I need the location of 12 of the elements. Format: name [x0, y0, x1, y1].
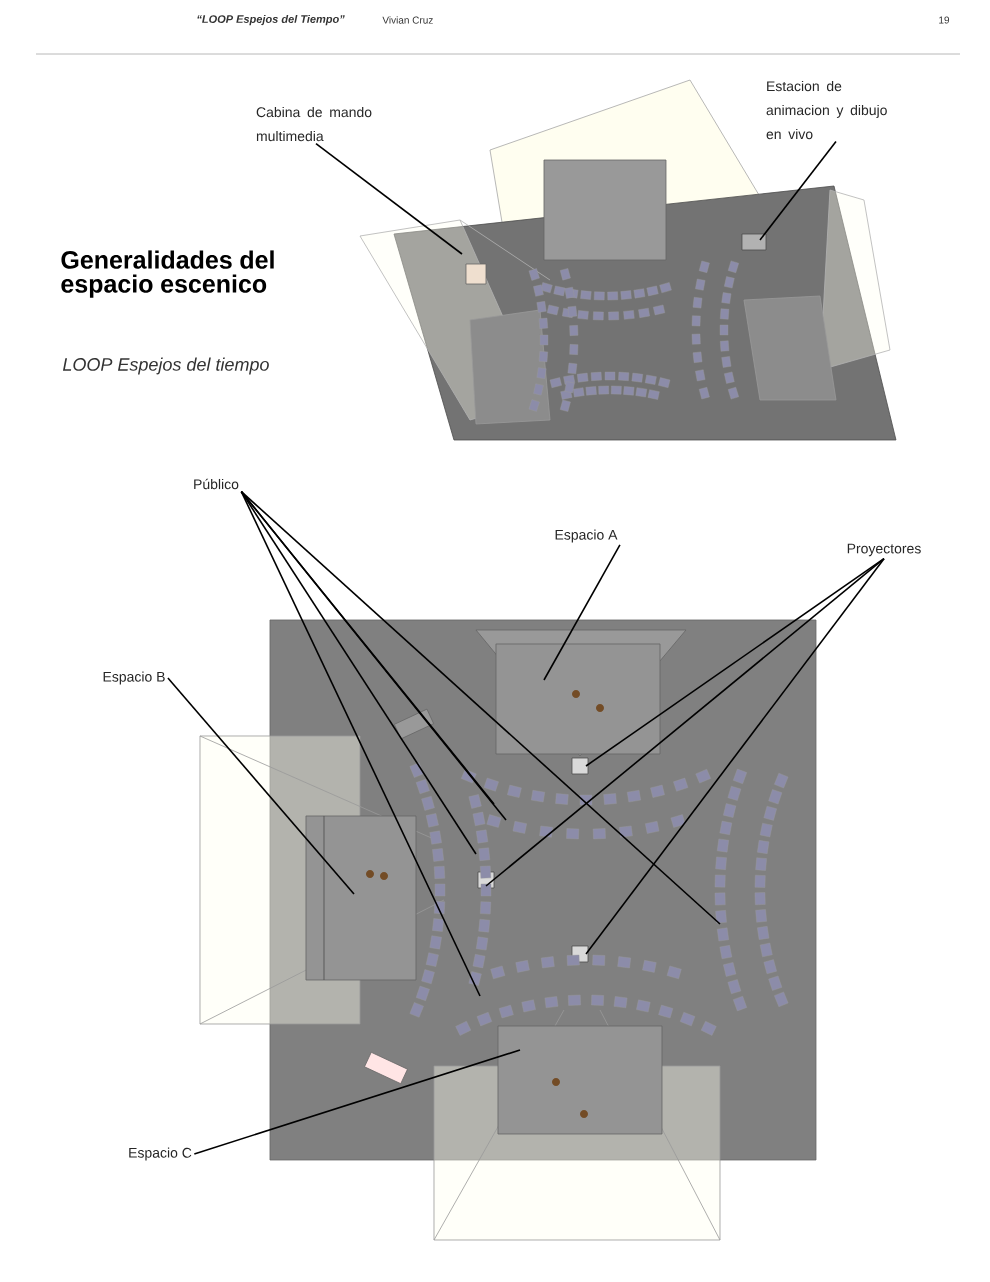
- leader-line: [543, 544, 621, 681]
- leader-line: [485, 557, 885, 887]
- leader-line: [585, 557, 885, 955]
- subtitle: LOOP Espejos del tiempo: [62, 357, 269, 375]
- leader-line: [315, 142, 463, 255]
- heading: Generalidades del espacio escenico: [61, 250, 274, 298]
- leader-line: [585, 557, 885, 767]
- leader-line: [167, 677, 355, 895]
- leader-line: [240, 490, 481, 997]
- leader-line: [193, 1049, 521, 1155]
- leader-line: [759, 140, 837, 241]
- leader-line: [240, 490, 721, 925]
